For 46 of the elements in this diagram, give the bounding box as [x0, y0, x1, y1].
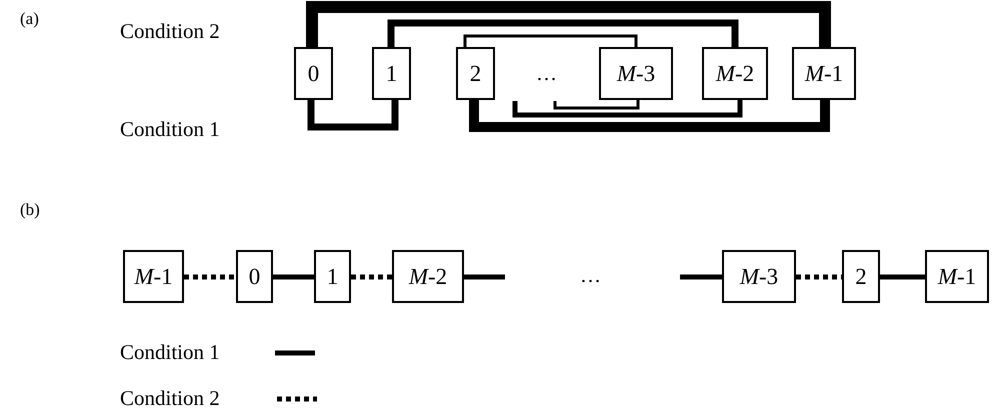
state-box	[314, 250, 351, 303]
state-box	[702, 47, 768, 100]
connector-line	[464, 34, 638, 47]
state-box	[842, 250, 880, 303]
state-box	[123, 250, 184, 303]
state-label: M-3	[616, 60, 656, 86]
state-box	[599, 47, 673, 100]
dotted-connector	[796, 274, 842, 280]
state-box	[456, 47, 495, 100]
connector-line	[880, 274, 925, 280]
state-label: 2	[470, 60, 482, 86]
legend-label: Condition 1	[120, 342, 220, 363]
state-label: M-2	[716, 60, 754, 86]
condition-label: Condition 2	[120, 21, 220, 42]
state-label: 2	[855, 264, 867, 290]
ellipsis: …	[536, 63, 557, 84]
connector-line	[464, 274, 505, 280]
state-box	[372, 47, 411, 100]
legend-label: Condition 2	[120, 388, 220, 409]
state-label: M-3	[740, 264, 778, 290]
connector-line	[388, 20, 738, 47]
panel-label: (b)	[20, 201, 40, 218]
state-label: M-1	[938, 264, 976, 290]
dotted-connector	[184, 274, 236, 280]
state-label: 0	[248, 264, 260, 290]
state-box	[236, 250, 273, 303]
connector-line	[273, 274, 314, 280]
state-label: 0	[308, 60, 320, 86]
panel-label: (a)	[20, 10, 39, 27]
ellipsis: …	[580, 265, 601, 286]
connector-line	[554, 100, 640, 110]
state-box	[722, 250, 796, 303]
connector-line	[469, 100, 830, 132]
state-label: 1	[326, 264, 338, 290]
state-box	[294, 47, 333, 100]
connector-line	[512, 100, 742, 118]
state-label: M-1	[134, 264, 173, 290]
state-box	[925, 250, 989, 303]
state-label: M-1	[804, 60, 844, 86]
dotted-connector	[351, 274, 392, 280]
state-label: 1	[386, 60, 398, 86]
state-box	[392, 250, 464, 303]
state-label: M-2	[408, 264, 448, 290]
condition-label: Condition 1	[120, 119, 220, 140]
connector-line	[680, 274, 722, 280]
state-box	[792, 47, 856, 100]
